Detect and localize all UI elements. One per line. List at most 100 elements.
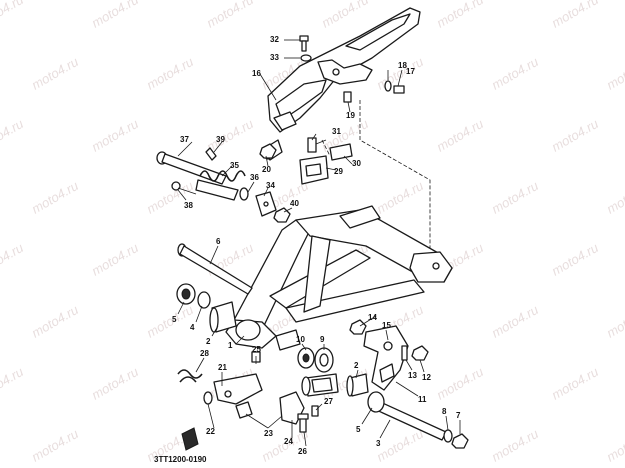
chain-adjuster-15	[363, 325, 409, 391]
oil-seal-5-left	[176, 283, 196, 305]
mount-guide-line-2	[321, 139, 331, 157]
callout-15: 15	[382, 321, 391, 330]
callout-31: 31	[332, 127, 341, 136]
callout-34: 34	[266, 181, 275, 190]
callout-labels: 1 2 2 3 4 5 5 6 7 8 9 10 11 12 13 14 15 …	[172, 35, 461, 456]
callout-8: 8	[442, 407, 447, 416]
callout-12: 12	[422, 373, 431, 382]
bushing-2-left	[209, 301, 237, 333]
leader-lines	[177, 39, 461, 447]
callout-35: 35	[230, 161, 239, 170]
callout-6: 6	[216, 237, 221, 246]
watermark-text: moto4.ru	[29, 54, 81, 93]
callout-39: 39	[216, 135, 225, 144]
bolt-26	[297, 413, 309, 433]
callout-29: 29	[334, 167, 343, 176]
callout-17: 17	[406, 67, 415, 76]
axle-shaft-3	[367, 391, 447, 441]
bushing-2-right	[346, 373, 369, 397]
callout-27: 27	[324, 397, 333, 406]
chain-buffer-block	[299, 155, 329, 185]
callout-19: 19	[346, 111, 355, 120]
watermark-text: moto4.ru	[144, 54, 196, 93]
watermark-text: moto4.ru	[89, 240, 141, 279]
watermark-text: moto4.ru	[434, 116, 486, 155]
watermark-text: moto4.ru	[0, 240, 26, 279]
watermark-text: moto4.ru	[434, 0, 486, 31]
callout-25: 25	[252, 345, 261, 354]
callout-30: 30	[352, 159, 361, 168]
watermark-text: moto4.ru	[489, 302, 541, 341]
watermark-text: moto4.ru	[29, 178, 81, 217]
washer-22	[203, 391, 213, 405]
spring-35	[195, 170, 246, 201]
watermark-text: moto4.ru	[604, 54, 625, 93]
diagram-code: 3TT1200-0190	[154, 455, 207, 464]
bolt-38	[171, 181, 197, 195]
watermark-text: moto4.ru	[604, 302, 625, 341]
chain-guide-plate	[329, 143, 353, 161]
nut-12	[411, 345, 429, 361]
callout-38: 38	[184, 201, 193, 210]
washer-8	[443, 429, 453, 443]
watermark-text: moto4.ru	[604, 426, 625, 465]
watermark-text: moto4.ru	[204, 116, 256, 155]
callout-37: 37	[180, 135, 189, 144]
collar-27	[301, 373, 339, 397]
bolt-17	[393, 85, 405, 94]
callout-1: 1	[228, 341, 233, 350]
callout-5: 5	[356, 425, 361, 434]
callout-18: 18	[398, 61, 407, 70]
callout-3: 3	[376, 439, 381, 448]
callout-23: 23	[264, 429, 273, 438]
collar-19	[343, 91, 352, 103]
callout-26: 26	[298, 447, 307, 456]
callout-9: 9	[320, 335, 325, 344]
spring-28	[177, 369, 203, 383]
watermark-text: moto4.ru	[549, 240, 601, 279]
callout-22: 22	[206, 427, 215, 436]
oil-seal-10	[297, 347, 315, 369]
retainer-screw	[311, 405, 319, 417]
callout-32: 32	[270, 35, 279, 44]
watermark-text: moto4.ru	[374, 178, 426, 217]
callout-33: 33	[270, 53, 279, 62]
watermark-text: moto4.ru	[144, 178, 196, 217]
chain-guard	[267, 7, 421, 133]
washer-36	[239, 187, 249, 201]
callout-28: 28	[200, 349, 209, 358]
nut-7	[451, 433, 469, 449]
callout-21: 21	[218, 363, 227, 372]
watermark-text: moto4.ru	[204, 0, 256, 31]
watermark-text: moto4.ru	[489, 426, 541, 465]
callout-16: 16	[252, 69, 261, 78]
watermark-text: moto4.ru	[374, 426, 426, 465]
callout-7: 7	[456, 411, 461, 420]
bolt-14	[349, 319, 367, 335]
watermark-text: moto4.ru	[434, 364, 486, 403]
watermark-text: moto4.ru	[319, 0, 371, 31]
watermark-text: moto4.ru	[489, 54, 541, 93]
watermark-text: moto4.ru	[89, 0, 141, 31]
adjust-bolt-13	[401, 345, 408, 361]
screw-32	[299, 35, 309, 52]
mount-guide-line	[359, 100, 431, 250]
watermark-text: moto4.ru	[89, 364, 141, 403]
washer-4-left	[197, 291, 211, 309]
nut-40	[273, 207, 291, 223]
callout-36: 36	[250, 173, 259, 182]
brake-pedal-21	[213, 373, 263, 405]
watermark-text: moto4.ru	[29, 426, 81, 465]
watermark-text: moto4.ru	[0, 116, 26, 155]
callout-10: 10	[296, 335, 305, 344]
watermark-text: moto4.ru	[604, 178, 625, 217]
watermark-text: moto4.ru	[549, 0, 601, 31]
swingarm-body	[225, 205, 453, 351]
callout-2: 2	[354, 361, 359, 370]
watermark-text: moto4.ru	[0, 0, 26, 31]
watermark-text: moto4.ru	[0, 364, 26, 403]
watermark-text: moto4.ru	[549, 364, 601, 403]
pivot-shaft-6	[177, 243, 253, 295]
watermark-text: moto4.ru	[489, 178, 541, 217]
